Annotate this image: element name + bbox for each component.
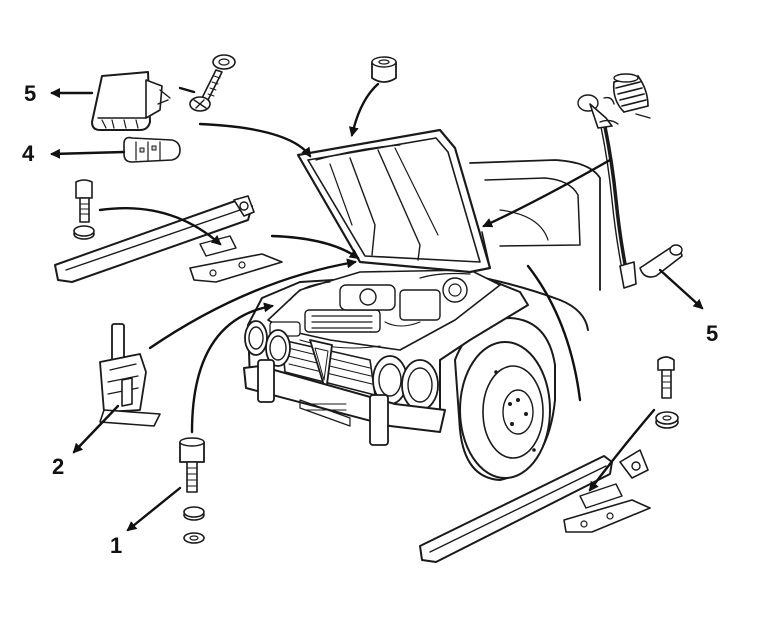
part-3-lamp-bulb — [123, 136, 181, 163]
bolt-lower-right — [655, 356, 679, 429]
part-5-bonnet-stay — [577, 73, 651, 289]
wheel — [459, 341, 551, 479]
callout-4-label: 5 — [24, 81, 36, 106]
headlights — [244, 320, 439, 411]
callout-5-label: 5 — [706, 321, 718, 346]
left-hinge-bracket — [54, 195, 283, 283]
leader-lines — [98, 82, 656, 492]
right-hinge-bracket — [419, 449, 651, 563]
callout-4: 5 — [24, 81, 94, 106]
part-1-bolt — [179, 437, 205, 544]
bolt-upper-left — [73, 179, 95, 240]
stay-spring — [612, 73, 651, 119]
part-4-screw — [189, 54, 236, 112]
callout-1: 1 — [110, 486, 182, 558]
part-5-grommet — [639, 244, 683, 278]
callout-3: 4 — [22, 141, 126, 166]
bonnet-bump-stop — [371, 56, 397, 83]
callout-2-label: 2 — [52, 454, 64, 479]
car-illustration — [243, 128, 601, 481]
callout-3-label: 4 — [22, 141, 35, 166]
part-2-bonnet-latch — [99, 323, 161, 427]
callout-2: 2 — [52, 404, 120, 479]
part-4-lamp-housing — [91, 71, 171, 131]
raised-bonnet — [296, 128, 492, 274]
front-bumper — [243, 359, 446, 446]
engine-bay — [267, 269, 501, 351]
callout-5: 5 — [658, 268, 718, 346]
callout-1-label: 1 — [110, 533, 122, 558]
